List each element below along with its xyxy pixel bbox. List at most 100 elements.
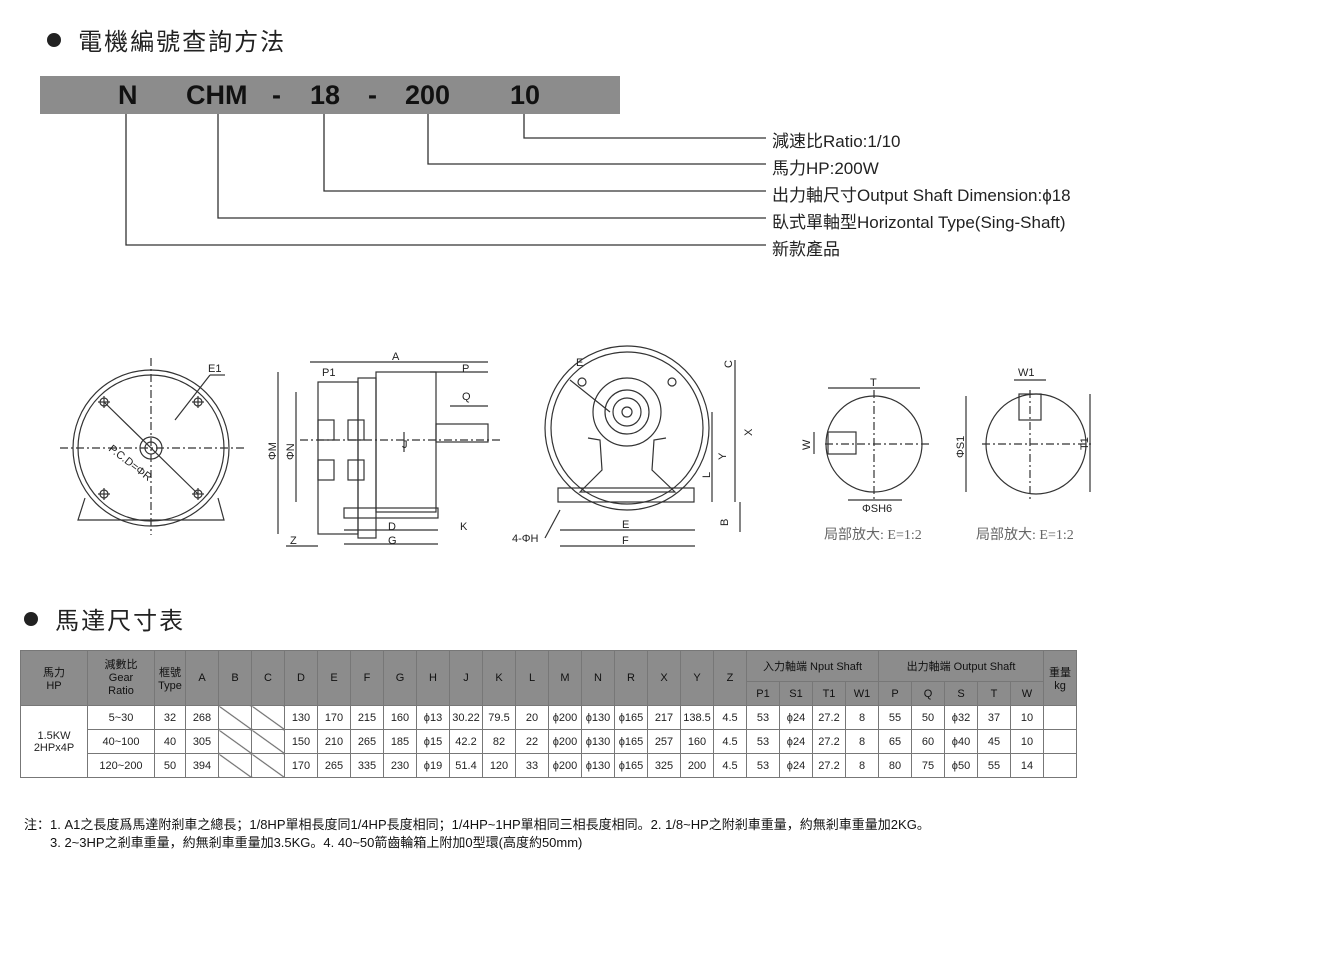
- table-cell: 10: [1010, 729, 1044, 754]
- header-type: 框號 Type: [154, 650, 186, 706]
- table-cell: 160: [680, 729, 714, 754]
- table-cell: ϕ13: [416, 705, 450, 730]
- header-col: H: [416, 650, 450, 706]
- table-cell: ϕ19: [416, 753, 450, 778]
- table-cell: ϕ130: [581, 729, 615, 754]
- table-cell: ϕ200: [548, 729, 582, 754]
- legend-type: 臥式單軸型Horizontal Type(Sing-Shaft): [772, 213, 1066, 232]
- label-g: G: [388, 535, 397, 547]
- shaft-detail-1: [813, 387, 930, 501]
- header-sub: W: [1010, 681, 1044, 706]
- table-cell: 50: [911, 705, 945, 730]
- table-cell: ϕ24: [779, 753, 813, 778]
- label-j: J: [402, 439, 408, 451]
- header-sub: T1: [812, 681, 846, 706]
- table-cell: [218, 729, 252, 754]
- legend-shaft: 出力軸尺寸Output Shaft Dimension:ϕ18: [772, 186, 1071, 205]
- header-col: F: [350, 650, 384, 706]
- code-shaft: 18: [310, 80, 341, 110]
- header-col: R: [614, 650, 648, 706]
- table-cell: 150: [284, 729, 318, 754]
- table-cell: [218, 753, 252, 778]
- header-sub: W1: [845, 681, 879, 706]
- label-x: X: [743, 428, 755, 436]
- label-z: Z: [290, 535, 297, 547]
- header-col: C: [251, 650, 285, 706]
- table-cell: 200: [680, 753, 714, 778]
- section-title-dimensions: 馬達尺寸表: [24, 601, 185, 636]
- table-cell: 268: [185, 705, 219, 730]
- cell-hp: 1.5KW 2HPx4P: [20, 705, 88, 778]
- table-cell: 4.5: [713, 705, 747, 730]
- header-col: Z: [713, 650, 747, 706]
- table-cell: 210: [317, 729, 351, 754]
- table-cell: 130: [284, 705, 318, 730]
- bullet-icon: [24, 611, 38, 626]
- table-cell: [1043, 705, 1077, 730]
- table-cell: 51.4: [449, 753, 483, 778]
- label-f: F: [622, 535, 629, 547]
- front-view: [60, 358, 245, 535]
- label-b: B: [719, 519, 731, 526]
- table-cell: [251, 753, 285, 778]
- table-cell: ϕ165: [614, 753, 648, 778]
- label-e1: E1: [208, 363, 221, 375]
- table-cell: 82: [482, 729, 516, 754]
- label-p: P: [462, 363, 469, 375]
- header-sub: P: [878, 681, 912, 706]
- table-cell: [251, 705, 285, 730]
- header-col: K: [482, 650, 516, 706]
- label-phi-m: ΦM: [267, 442, 279, 460]
- table-cell: 27.2: [812, 729, 846, 754]
- table-cell: 75: [911, 753, 945, 778]
- header-ratio: 減數比 Gear Ratio: [87, 650, 155, 706]
- table-cell: [1043, 729, 1077, 754]
- table-cell: ϕ32: [944, 705, 978, 730]
- table-cell: 40~100: [87, 729, 155, 754]
- label-e: E: [576, 357, 583, 369]
- label-q: Q: [462, 391, 471, 403]
- legend-ratio: 減速比Ratio:1/10: [772, 132, 901, 151]
- header-col: E: [317, 650, 351, 706]
- code-series: CHM: [186, 80, 248, 110]
- header-col: Y: [680, 650, 714, 706]
- table-cell: 60: [911, 729, 945, 754]
- table-cell: ϕ24: [779, 705, 813, 730]
- header-weight: 重量 kg: [1043, 650, 1077, 706]
- dimension-drawing: E1 P.C.D=ΦR P1 A P Q ΦM ΦN J D G K Z E C…: [60, 345, 1092, 547]
- label-d: D: [388, 521, 396, 533]
- bullet-icon: [47, 32, 61, 47]
- header-col: B: [218, 650, 252, 706]
- section-title-code: 電機編號查詢方法: [47, 22, 286, 57]
- table-cell: 27.2: [812, 705, 846, 730]
- table-cell: 42.2: [449, 729, 483, 754]
- table-cell: 170: [317, 705, 351, 730]
- table-cell: 50: [154, 753, 186, 778]
- label-a: A: [392, 351, 400, 363]
- header-sub: S1: [779, 681, 813, 706]
- dimension-table: 馬力 HP 減數比 Gear Ratio 框號 Type A B C D E F…: [20, 650, 1077, 778]
- side-view: [277, 361, 500, 547]
- label-y: Y: [717, 452, 729, 460]
- table-cell: 27.2: [812, 753, 846, 778]
- table-cell: 10: [1010, 705, 1044, 730]
- header-col: L: [515, 650, 549, 706]
- table-cell: 55: [878, 705, 912, 730]
- table-cell: 22: [515, 729, 549, 754]
- table-cell: [251, 729, 285, 754]
- table-cell: 305: [185, 729, 219, 754]
- header-col: G: [383, 650, 417, 706]
- table-cell: 80: [878, 753, 912, 778]
- code-prefix: N: [118, 80, 138, 110]
- header-col: J: [449, 650, 483, 706]
- header-sub: Q: [911, 681, 945, 706]
- label-w1: W1: [1018, 367, 1035, 379]
- table-cell: [218, 705, 252, 730]
- code-ratio: 10: [510, 80, 541, 110]
- label-l: L: [701, 472, 713, 478]
- code-dash: -: [272, 80, 281, 110]
- legend-new: 新款產品: [772, 240, 840, 259]
